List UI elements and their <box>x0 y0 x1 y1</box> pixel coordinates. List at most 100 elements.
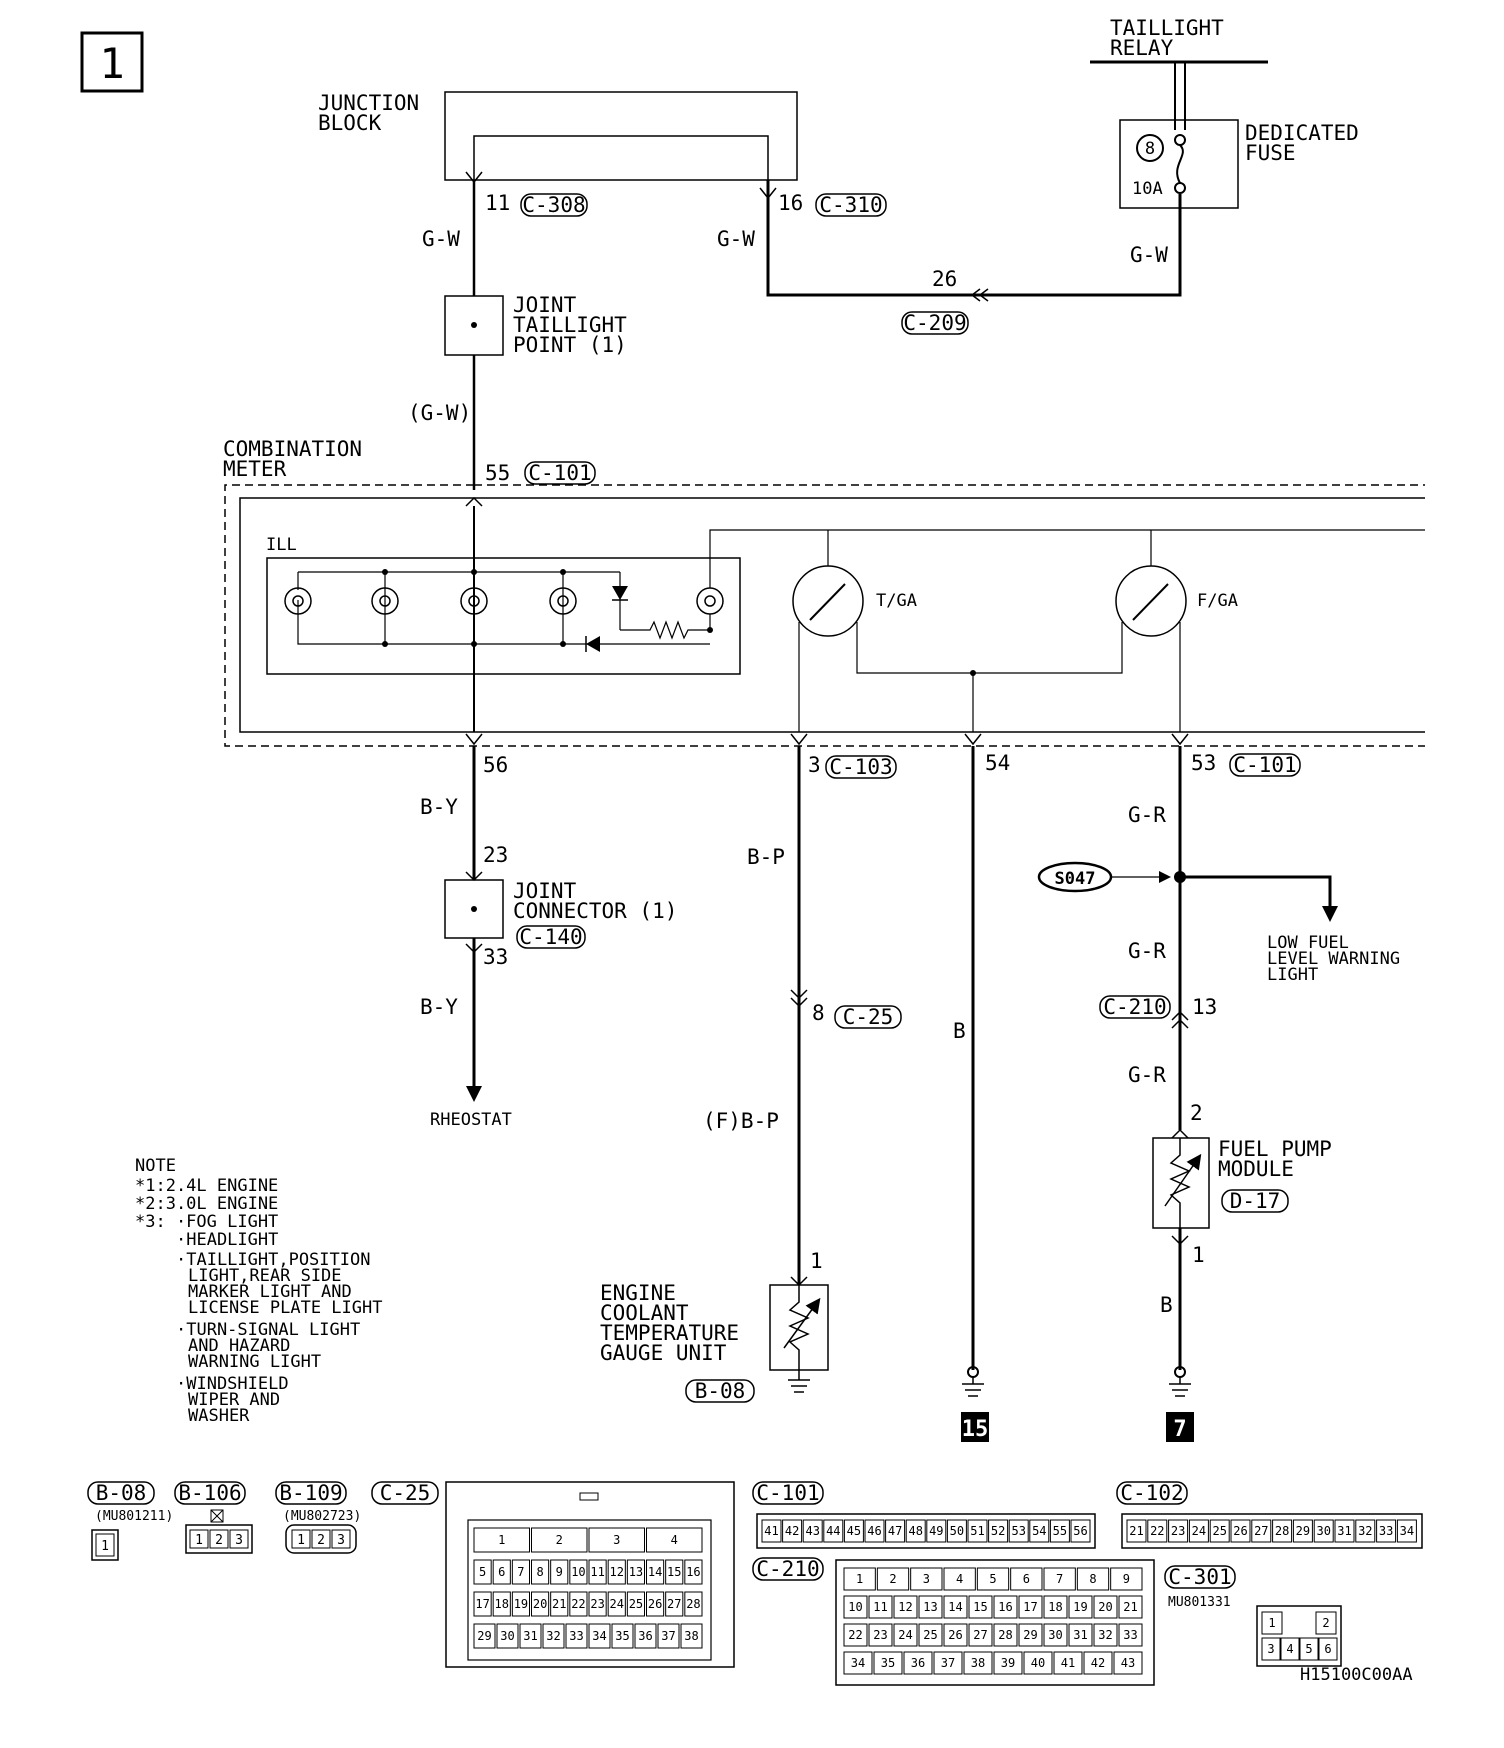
c101-pin-51: 51 <box>970 1524 984 1538</box>
c210-view-label: C-210 <box>756 1557 819 1581</box>
c301-pin-5: 5 <box>1305 1642 1312 1656</box>
c210-pin-8-cell <box>1076 1567 1110 1591</box>
fuel-pump-label-1: FUEL PUMP <box>1218 1137 1332 1161</box>
c101-pin-43-cell <box>802 1519 823 1543</box>
c101-pin-54-cell <box>1029 1519 1050 1543</box>
joint-taillight-point: JOINT TAILLIGHT POINT (1) (G-W) <box>408 293 627 425</box>
wire-color-fbp: (F)B-P <box>703 1109 779 1133</box>
c210-pin-29: 29 <box>1023 1628 1037 1642</box>
c25-pin-16-cell <box>684 1559 703 1585</box>
c25-pin-5: 5 <box>479 1565 486 1579</box>
wire-gw-right: 16 C-310 G-W G-W 26 C-209 <box>717 180 1182 335</box>
wire-color-gw-paren: (G-W) <box>408 401 471 425</box>
c210-pin-3: 3 <box>923 1572 930 1586</box>
combination-meter-label-1: COMBINATION <box>223 437 362 461</box>
joint-connector-label-1: JOINT <box>513 879 577 903</box>
c102-pin-28-cell <box>1272 1519 1293 1543</box>
c25-pin-19-cell <box>511 1591 530 1617</box>
c25-pin-28-cell <box>684 1591 703 1617</box>
c210-pin-4-cell <box>943 1567 976 1591</box>
c101-pin-46-cell <box>864 1519 885 1543</box>
low-fuel-label-2: LEVEL WARNING <box>1267 949 1400 969</box>
c102-pin-26-cell <box>1230 1519 1251 1543</box>
connector-c308: C-308 <box>522 193 585 217</box>
c210-pin-34: 34 <box>851 1656 865 1670</box>
pin-53: 53 <box>1191 751 1216 775</box>
c25-pin-24: 24 <box>610 1597 624 1611</box>
joint-taillight-label-2: TAILLIGHT <box>513 313 627 337</box>
c210-pin-11: 11 <box>873 1600 887 1614</box>
c210-pin-38: 38 <box>971 1656 985 1670</box>
bulb-3 <box>460 587 488 615</box>
c210-pin-18: 18 <box>1048 1600 1062 1614</box>
fuse-rating: 10A <box>1132 179 1163 199</box>
c210-pin-30-cell <box>1043 1623 1068 1647</box>
bulb-2 <box>371 587 399 615</box>
temperature-gauge <box>792 565 864 637</box>
c210-pin-41: 41 <box>1061 1656 1075 1670</box>
connector-c210: C-210 <box>1103 995 1166 1019</box>
splice-label: S047 <box>1055 869 1096 889</box>
note-line-9: ·TURN-SIGNAL LIGHT <box>176 1320 360 1340</box>
c25-pin-9-cell <box>550 1559 569 1585</box>
coolant-label-4: GAUGE UNIT <box>600 1341 727 1365</box>
c25-pin-2: 2 <box>556 1533 563 1547</box>
coolant-label-1: ENGINE <box>600 1281 676 1305</box>
c210-pin-23-cell <box>868 1623 893 1647</box>
c101-pin-56: 56 <box>1073 1524 1087 1538</box>
c210-pin-19-cell <box>1068 1595 1093 1619</box>
c25-pin-33: 33 <box>569 1629 583 1643</box>
c25-pin-28: 28 <box>686 1597 700 1611</box>
c210-pin-32-cell <box>1093 1623 1118 1647</box>
c210-pin-40: 40 <box>1031 1656 1045 1670</box>
low-fuel-label-3: LIGHT <box>1267 965 1318 985</box>
c210-pin-10-cell <box>843 1595 868 1619</box>
c210-pin-40-cell <box>1023 1651 1053 1675</box>
connector-c310: C-310 <box>819 193 882 217</box>
c102-pin-33: 33 <box>1379 1524 1393 1538</box>
pin-56: 56 <box>483 753 508 777</box>
ground-15-label: 15 <box>962 1417 989 1442</box>
c25-pin-25: 25 <box>629 1597 643 1611</box>
c25-pin-16: 16 <box>686 1565 700 1579</box>
b109-pin-1: 1 <box>297 1533 305 1548</box>
b109-pin-3: 3 <box>337 1533 345 1548</box>
taillight-relay-label-2: RELAY <box>1110 36 1174 60</box>
c210-pin-13: 13 <box>923 1600 937 1614</box>
c101-pin-44: 44 <box>826 1524 840 1538</box>
c25-pin-21-cell <box>550 1591 569 1617</box>
c210-pin-36: 36 <box>911 1656 925 1670</box>
c25-pin-8: 8 <box>536 1565 543 1579</box>
c25-pin-13-cell <box>626 1559 645 1585</box>
c25-pin-4-cell <box>646 1527 703 1553</box>
c210-pin-42-cell <box>1083 1651 1113 1675</box>
c210-pin-43-cell <box>1113 1651 1143 1675</box>
note-line-12: ·WINDSHIELD <box>176 1374 289 1394</box>
c210-pin-26-cell <box>943 1623 968 1647</box>
c210-pin-6: 6 <box>1023 1572 1030 1586</box>
c25-pin-17-cell <box>473 1591 492 1617</box>
c25-pin-18-cell <box>492 1591 511 1617</box>
c101-pin-55-cell <box>1049 1519 1070 1543</box>
c101-pin-49-cell <box>926 1519 947 1543</box>
c25-pin-31-cell <box>519 1623 542 1649</box>
c101-pin-50-cell <box>946 1519 967 1543</box>
c210-pin-42: 42 <box>1091 1656 1105 1670</box>
taillight-relay-label-1: TAILLIGHT <box>1110 16 1224 40</box>
temperature-gauge-label: T/GA <box>876 591 917 611</box>
b106-pin-3: 3 <box>235 1533 243 1548</box>
c25-pin-11-cell <box>588 1559 607 1585</box>
wire-color-b-fuel: B <box>1160 1293 1173 1317</box>
c25-pin-23-cell <box>588 1591 607 1617</box>
c210-pin-32: 32 <box>1098 1628 1112 1642</box>
connector-d17: D-17 <box>1230 1189 1281 1213</box>
c25-pin-31: 31 <box>523 1629 537 1643</box>
c101-pin-55: 55 <box>1053 1524 1067 1538</box>
c102-pin-32: 32 <box>1358 1524 1372 1538</box>
c210-pin-20-cell <box>1093 1595 1118 1619</box>
wire-color-gw-left: G-W <box>422 227 460 251</box>
c301-pin-2-cell <box>1315 1611 1337 1635</box>
joint-taillight-label-3: POINT (1) <box>513 333 627 357</box>
c25-pin-26: 26 <box>648 1597 662 1611</box>
